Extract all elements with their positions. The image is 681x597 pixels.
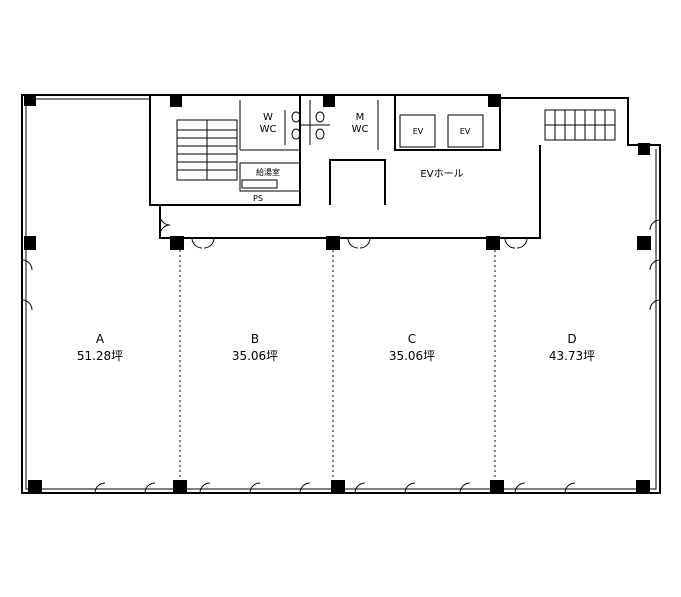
outer-wall	[21, 94, 661, 494]
wc-men-label: M	[356, 112, 365, 123]
toilet-icon	[315, 128, 325, 140]
unit-c-area: 35.06坪	[389, 349, 435, 363]
doors	[21, 214, 661, 494]
pipe-space-label: PS	[253, 194, 263, 203]
unit-d-area: 43.73坪	[549, 349, 595, 363]
kitchenette-room	[239, 162, 301, 192]
unit-b-name: B	[251, 332, 259, 346]
elevator-2-label: EV	[460, 127, 471, 136]
elevator-car-1	[399, 114, 436, 148]
wc-women-label: W	[263, 112, 273, 123]
elevator-car-2	[447, 114, 484, 148]
unit-d-name: D	[567, 332, 576, 346]
toilet-icon	[291, 128, 301, 140]
toilet-icon	[315, 111, 325, 123]
core-wall	[149, 95, 541, 239]
sink-counter	[241, 179, 278, 189]
columns	[24, 94, 651, 493]
unit-a-name: A	[96, 332, 105, 346]
outer-wall-inner	[25, 98, 657, 490]
unit-b-area: 35.06坪	[232, 349, 278, 363]
wc-partitions	[239, 100, 379, 151]
wc-men-label-2: WC	[352, 124, 369, 135]
wc-women-label-2: WC	[260, 124, 277, 135]
kitchenette-label: 給湯室	[256, 167, 280, 177]
toilet-icon	[291, 111, 301, 123]
unit-a-area: 51.28坪	[77, 349, 123, 363]
stair-right	[544, 109, 616, 141]
elevator-1-label: EV	[413, 127, 424, 136]
stair-left	[176, 119, 238, 181]
unit-c-name: C	[408, 332, 416, 346]
elevator-hall-label: EVホール	[420, 168, 463, 180]
